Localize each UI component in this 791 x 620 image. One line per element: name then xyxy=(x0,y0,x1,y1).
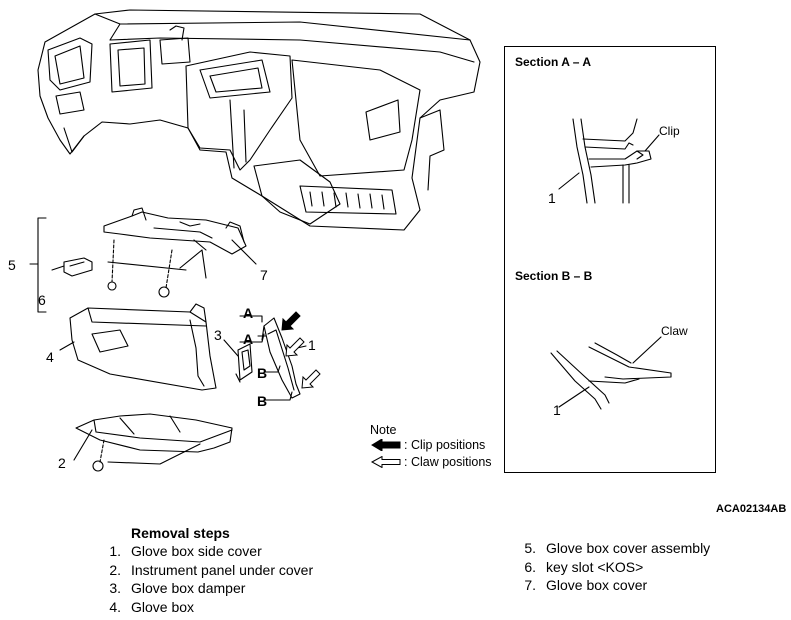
list-item: 2.Instrument panel under cover xyxy=(109,561,314,578)
clip-position-arrow xyxy=(281,311,301,331)
callout-5: 5 xyxy=(8,257,16,273)
list-item: 4.Glove box xyxy=(109,598,195,615)
callout-3: 3 xyxy=(214,327,222,343)
outline-arrow-icon xyxy=(370,456,401,468)
filled-arrow-icon xyxy=(371,439,401,451)
callout-4: 4 xyxy=(46,349,54,365)
key-slot-illustration xyxy=(63,257,93,277)
list-item: 5.Glove box cover assembly xyxy=(524,540,711,556)
section-marker-a: A xyxy=(243,305,253,321)
section-marker-a: A xyxy=(243,331,253,347)
reference-code: ACA02134AB xyxy=(716,503,787,515)
removal-steps-list-right: 5.Glove box cover assembly 6.key slot <K… xyxy=(509,539,710,595)
list-item: 6.key slot <KOS> xyxy=(524,558,644,575)
section-views-panel: Section A – A Section B – B xyxy=(504,46,716,473)
group-bracket xyxy=(37,217,47,313)
clip-label: Clip xyxy=(659,124,680,138)
claw-position-arrow xyxy=(301,369,321,389)
removal-steps-title: Removal steps xyxy=(131,525,230,541)
list-item: 3.Glove box damper xyxy=(109,580,246,596)
claw-position-arrow xyxy=(285,337,305,357)
glove-box-cover-assembly-illustration xyxy=(103,207,247,255)
section-b-illustration xyxy=(550,342,672,410)
screw-illustration xyxy=(158,286,170,298)
section-b-callout-1: 1 xyxy=(553,402,561,418)
section-marker-b: B xyxy=(257,393,267,409)
list-item: 7.Glove box cover xyxy=(524,577,648,593)
list-item: 1.Glove box side cover xyxy=(109,543,262,559)
section-a-illustration xyxy=(572,118,652,204)
removal-steps-list-left: 1.Glove box side cover 2.Instrument pane… xyxy=(94,542,313,616)
callout-1: 1 xyxy=(308,337,316,353)
claw-label: Claw xyxy=(661,324,688,338)
section-views-drawing: 1 Clip 1 Claw xyxy=(548,118,688,418)
exploded-diagram: 5 6 7 4 3 1 2 A A B B xyxy=(8,9,481,472)
note-title: Note xyxy=(370,423,397,437)
callout-6: 6 xyxy=(38,292,46,308)
note-clip-text: : Clip positions xyxy=(404,438,486,452)
screw-illustration xyxy=(92,460,104,472)
section-a-callout-1: 1 xyxy=(548,190,556,206)
section-marker-b: B xyxy=(257,365,267,381)
glove-box-side-cover-illustration xyxy=(257,317,301,399)
note-claw-row: : Claw positions xyxy=(370,455,492,469)
instrument-panel-illustration xyxy=(37,9,481,231)
glove-box-illustration xyxy=(69,303,217,391)
instrument-panel-under-cover-illustration xyxy=(75,413,233,465)
section-b-title: Section B – B xyxy=(515,269,593,283)
section-a-title: Section A – A xyxy=(515,55,592,69)
callout-2: 2 xyxy=(58,455,66,471)
callout-7: 7 xyxy=(260,267,268,283)
glove-box-damper-illustration xyxy=(235,343,253,383)
screw-illustration xyxy=(107,281,117,291)
note-clip-row: : Clip positions xyxy=(370,438,485,452)
note-claw-text: : Claw positions xyxy=(404,455,492,469)
